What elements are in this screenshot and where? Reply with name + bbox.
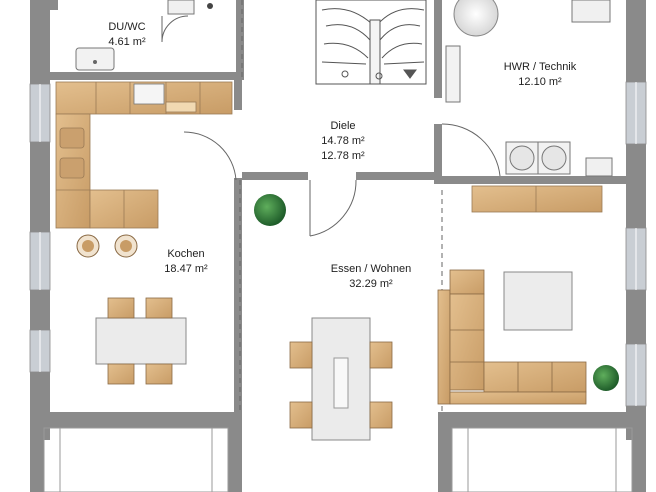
room-label-wohnen: Essen / Wohnen 32.29 m² — [331, 263, 412, 290]
kitchen-door — [183, 131, 237, 181]
sofa — [437, 269, 587, 405]
hwr-fixtures — [441, 0, 613, 177]
sideboard — [471, 185, 603, 213]
room-name: Essen / Wohnen — [331, 263, 412, 275]
window-glazing — [39, 82, 637, 406]
room-area: 4.61 m² — [108, 36, 146, 48]
kitchen-counters — [55, 81, 233, 229]
room-area: 18.47 m² — [164, 263, 208, 275]
dining-table — [289, 317, 393, 441]
windows-bottom — [43, 427, 633, 492]
room-area: 12.10 m² — [518, 76, 562, 88]
room-name: HWR / Technik — [504, 61, 577, 73]
room-area-secondary: 12.78 m² — [321, 150, 365, 162]
plants — [254, 194, 619, 391]
room-label-hwr: HWR / Technik 12.10 m² — [504, 61, 577, 88]
interior-walls — [50, 0, 626, 412]
kitchen-table — [95, 297, 187, 385]
room-name: Diele — [330, 120, 355, 132]
diele-door — [309, 179, 357, 237]
room-label-diele: Diele 14.78 m² 12.78 m² — [321, 120, 365, 162]
coffee-table — [503, 271, 573, 331]
room-name: DU/WC — [108, 21, 145, 33]
room-name: Kochen — [167, 248, 204, 260]
room-label-kochen: Kochen 18.47 m² — [164, 248, 208, 275]
kitchen-stools — [76, 234, 138, 258]
room-area: 32.29 m² — [349, 278, 393, 290]
duwc-fixtures — [50, 0, 213, 71]
room-label-duwc: DU/WC 4.61 m² — [108, 21, 146, 48]
room-area: 14.78 m² — [321, 135, 365, 147]
staircase — [315, 0, 427, 85]
